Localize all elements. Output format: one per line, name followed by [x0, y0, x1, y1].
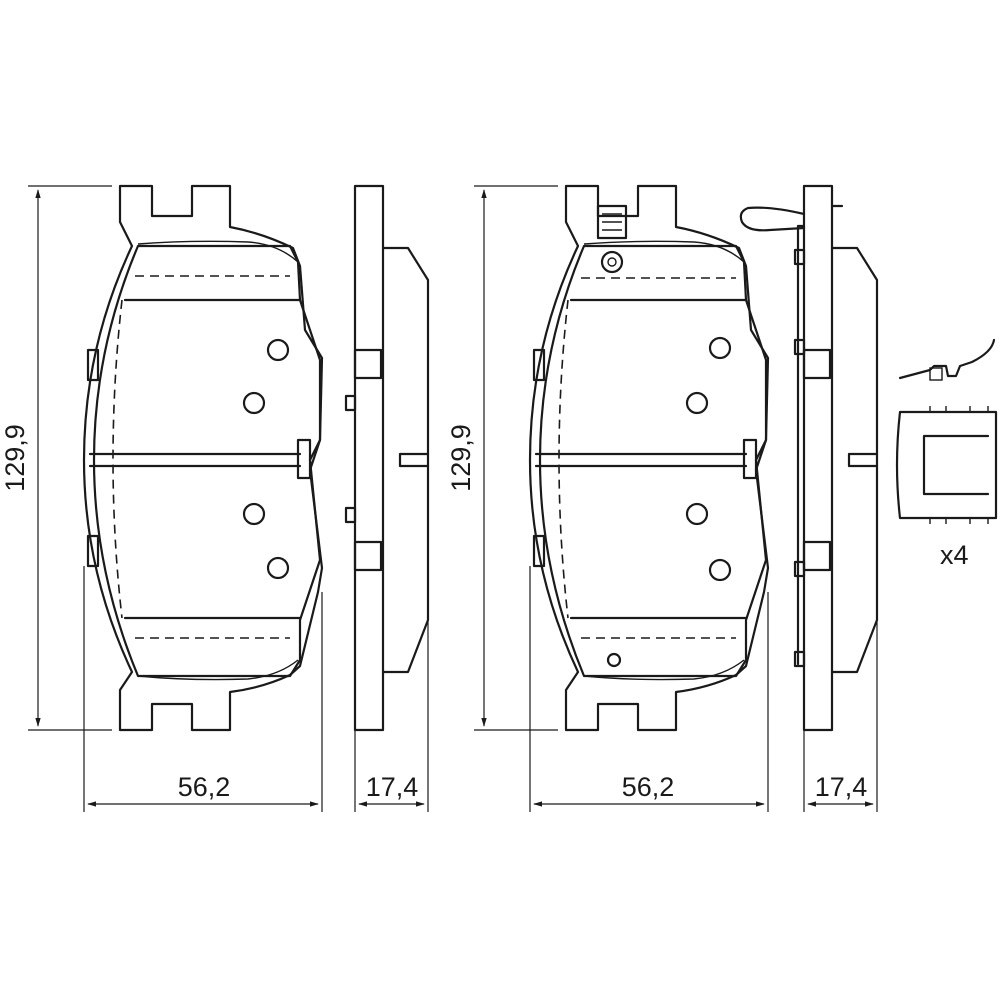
left-pad-front-view — [82, 184, 324, 732]
left-width-dimension — [83, 566, 323, 812]
left-pad-side-view — [344, 184, 430, 732]
right-height-dimension — [474, 185, 558, 731]
right-thickness-label: 17,4 — [815, 772, 868, 802]
right-thickness-dimension — [803, 620, 878, 812]
right-height-label: 129,9 — [446, 424, 476, 492]
accessory-clip-abutment — [895, 406, 998, 524]
right-width-dimension — [529, 566, 769, 812]
right-pad-side-view — [739, 184, 879, 732]
left-thickness-label: 17,4 — [366, 772, 419, 802]
left-thickness-dimension — [354, 620, 429, 812]
left-width-label: 56,2 — [178, 772, 231, 802]
left-height-label: 129,9 — [0, 424, 30, 492]
accessory-clip-spring — [898, 338, 996, 381]
left-height-dimension — [28, 185, 112, 731]
right-width-label: 56,2 — [622, 772, 675, 802]
right-pad-front-view — [528, 184, 770, 732]
accessory-quantity-label: x4 — [940, 540, 969, 570]
